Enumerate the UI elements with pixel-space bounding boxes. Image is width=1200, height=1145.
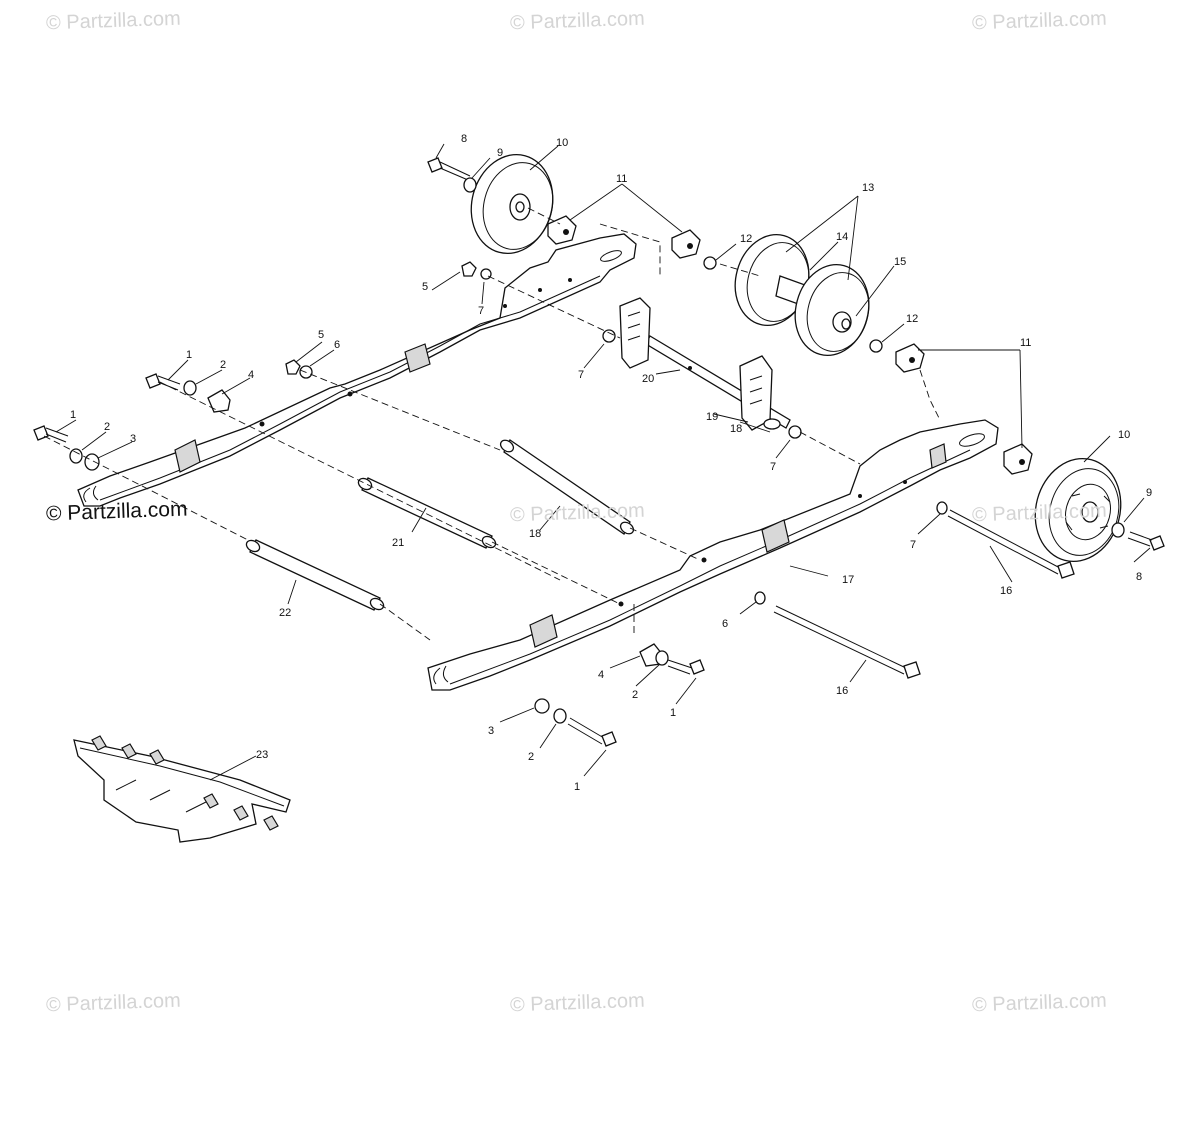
callout-5-mid: 5 (318, 329, 324, 341)
callout-5-top: 5 (422, 281, 428, 293)
callout-12-top: 12 (740, 233, 752, 245)
cross-shaft-assembly (619, 297, 791, 431)
watermark-top-left: © Partzilla.com (45, 7, 182, 35)
callout-21: 21 (392, 537, 404, 549)
callout-1-b: 1 (70, 409, 76, 421)
watermark-mid-center: © Partzilla.com (509, 499, 646, 527)
callout-3-b: 3 (130, 433, 136, 445)
callout-22: 22 (279, 607, 291, 619)
wheel-pair-assembly (734, 233, 870, 357)
callout-4-a: 4 (248, 369, 254, 381)
right-rail (427, 419, 999, 691)
callout-2-a: 2 (220, 359, 226, 371)
callout-18-a: 18 (730, 423, 742, 435)
callout-20: 20 (642, 373, 654, 385)
small-hardware (33, 261, 802, 747)
callout-19: 19 (706, 411, 718, 423)
callout-7-right: 7 (910, 539, 916, 551)
callout-14: 14 (836, 231, 848, 243)
callout-9-top: 9 (497, 147, 503, 159)
callout-11-top: 11 (616, 173, 627, 185)
callout-16-b: 16 (836, 685, 848, 697)
callout-10-right: 10 (1118, 429, 1130, 441)
callout-1-low: 1 (670, 707, 676, 719)
callout-8-right: 8 (1136, 571, 1142, 583)
callout-12-right: 12 (906, 313, 918, 325)
track-clips-inset (73, 735, 291, 843)
left-rail (77, 233, 637, 507)
spacer-mid-right (869, 339, 925, 373)
callout-7-mid: 7 (578, 369, 584, 381)
callout-6-low: 6 (722, 618, 728, 630)
callout-1-a: 1 (186, 349, 192, 361)
idler-wheel-right (1003, 443, 1165, 563)
watermark-bottom-right: © Partzilla.com (971, 989, 1108, 1017)
callout-4-low: 4 (598, 669, 604, 681)
callout-numbers: 8 9 10 11 12 13 14 15 12 11 5 7 5 6 7 1 … (70, 133, 1152, 793)
callout-1-bottom: 1 (574, 781, 580, 793)
watermark-mid-right: © Partzilla.com (971, 499, 1108, 527)
callout-10-top: 10 (556, 137, 568, 149)
callout-7-top: 7 (478, 305, 484, 317)
callout-2-b: 2 (104, 421, 110, 433)
watermark-top-center: © Partzilla.com (509, 7, 646, 35)
watermark-mid-left: © Partzilla.com (45, 497, 188, 526)
callout-16-a: 16 (1000, 585, 1012, 597)
callout-2-bottom: 2 (528, 751, 534, 763)
callout-9-right: 9 (1146, 487, 1152, 499)
leader-lines (55, 143, 1151, 781)
callout-7-b: 7 (770, 461, 776, 473)
long-bolts (754, 501, 1075, 679)
callout-23: 23 (256, 749, 268, 761)
watermark-bottom-left: © Partzilla.com (45, 989, 182, 1017)
idler-wheel-top (427, 153, 577, 255)
callout-11-right: 11 (1020, 337, 1031, 349)
watermark-bottom-center: © Partzilla.com (509, 989, 646, 1017)
callout-2-low: 2 (632, 689, 638, 701)
callout-15: 15 (894, 256, 906, 268)
spacer-top-right (671, 229, 717, 270)
callout-13: 13 (862, 182, 874, 194)
callout-8-top: 8 (461, 133, 467, 145)
assembly-lines (43, 207, 941, 641)
callout-17: 17 (842, 574, 854, 586)
callout-6-mid: 6 (334, 339, 340, 351)
watermark-top-right: © Partzilla.com (971, 7, 1108, 35)
callout-18-b: 18 (529, 528, 541, 540)
callout-3-low: 3 (488, 725, 494, 737)
